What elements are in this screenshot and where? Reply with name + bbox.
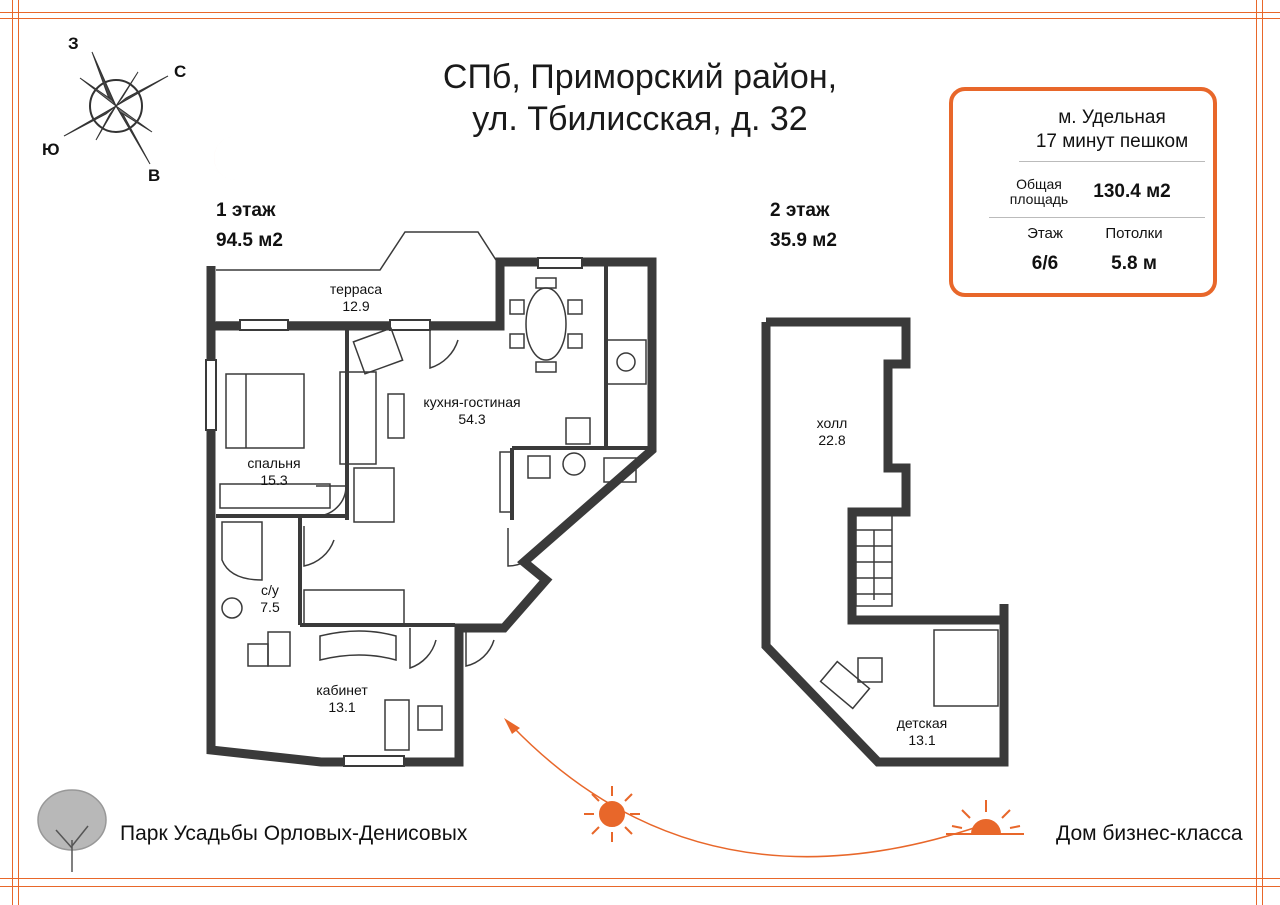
area-label-line1: Общая: [1016, 176, 1062, 192]
furniture-floor-1: [219, 277, 647, 751]
room-bedroom: спальня 15.3: [194, 455, 354, 489]
room-kitchen-name: кухня-гостиная: [423, 394, 521, 410]
room-hall-name: холл: [816, 415, 848, 431]
frame-bottom-line-1: [0, 878, 1280, 879]
compass-east: В: [148, 166, 161, 185]
room-kids-area: 13.1: [908, 732, 936, 748]
floor-1-area: 94.5 м2: [216, 230, 283, 251]
room-hall: холл 22.8: [752, 415, 912, 449]
frame-top-line-1: [0, 12, 1280, 13]
room-terrace-name: терраса: [329, 281, 383, 297]
compass-west: З: [68, 34, 79, 53]
address-line-2: ул. Тбилисская, д. 32: [472, 100, 808, 138]
room-hall-area: 22.8: [818, 432, 846, 448]
frame-left-line-1: [12, 0, 13, 905]
frame-right-line-1: [1256, 0, 1257, 905]
room-terrace-area: 12.9: [342, 298, 370, 314]
info-box: м. Удельная 17 минут пешком Общая площад…: [949, 87, 1217, 297]
sun-icon: [584, 786, 640, 842]
frame-left-line-2: [18, 0, 19, 905]
room-bedroom-name: спальня: [247, 455, 301, 471]
info-divider-1: [1019, 161, 1205, 162]
room-kitchen-area: 54.3: [458, 411, 486, 427]
room-bedroom-area: 15.3: [260, 472, 288, 488]
area-label-line2: площадь: [1009, 191, 1069, 207]
house-class: Дом бизнес-класса: [1056, 822, 1243, 845]
metro-station: м. Удельная: [1058, 107, 1166, 128]
rising-sun-icon: [946, 800, 1024, 835]
room-terrace: терраса 12.9: [276, 281, 436, 315]
floor-2-walls: [761, 317, 1009, 767]
ceiling-label: Потолки: [1105, 225, 1163, 242]
floor-label-info: Этаж: [1027, 225, 1063, 242]
floor-2-area: 35.9 м2: [770, 230, 837, 251]
doors: [303, 326, 541, 670]
arrow-icon: [504, 718, 520, 734]
address-line-1: СПб, Приморский район,: [442, 58, 838, 96]
park-name: Парк Усадьбы Орловых-Денисовых: [120, 822, 468, 845]
room-office-name: кабинет: [316, 682, 368, 698]
frame-right-line-2: [1262, 0, 1263, 905]
compass-rose-icon: [63, 51, 169, 165]
compass-south: Ю: [42, 140, 60, 159]
room-bathroom-area: 7.5: [260, 599, 280, 615]
metro-walk: 17 минут пешком: [1035, 131, 1189, 152]
floor-value: 6/6: [1031, 253, 1059, 274]
area-value: 130.4 м2: [1093, 181, 1171, 202]
room-bathroom-name: с/у: [261, 582, 279, 598]
room-kitchen: кухня-гостиная 54.3: [392, 394, 552, 428]
room-office-area: 13.1: [328, 699, 356, 715]
info-divider-2: [989, 217, 1205, 218]
room-kids: детская 13.1: [842, 715, 1002, 749]
compass-north: С: [174, 62, 187, 81]
moon-icon: [213, 135, 236, 180]
tree-icon: [37, 789, 107, 872]
floor-2-name: 2 этаж: [770, 200, 830, 221]
floor-1-name: 1 этаж: [216, 200, 276, 221]
room-kids-name: детская: [896, 715, 948, 731]
sun-path-arc: [511, 725, 981, 858]
windows: [205, 257, 583, 767]
ceiling-value: 5.8 м: [1111, 253, 1157, 274]
room-office: кабинет 13.1: [262, 682, 422, 716]
frame-bottom-line-2: [0, 886, 1280, 887]
frame-top-line-2: [0, 18, 1280, 19]
furniture-floor-2: [819, 513, 999, 710]
floor-1-walls: [206, 257, 657, 767]
room-bathroom: с/у 7.5: [190, 582, 350, 616]
